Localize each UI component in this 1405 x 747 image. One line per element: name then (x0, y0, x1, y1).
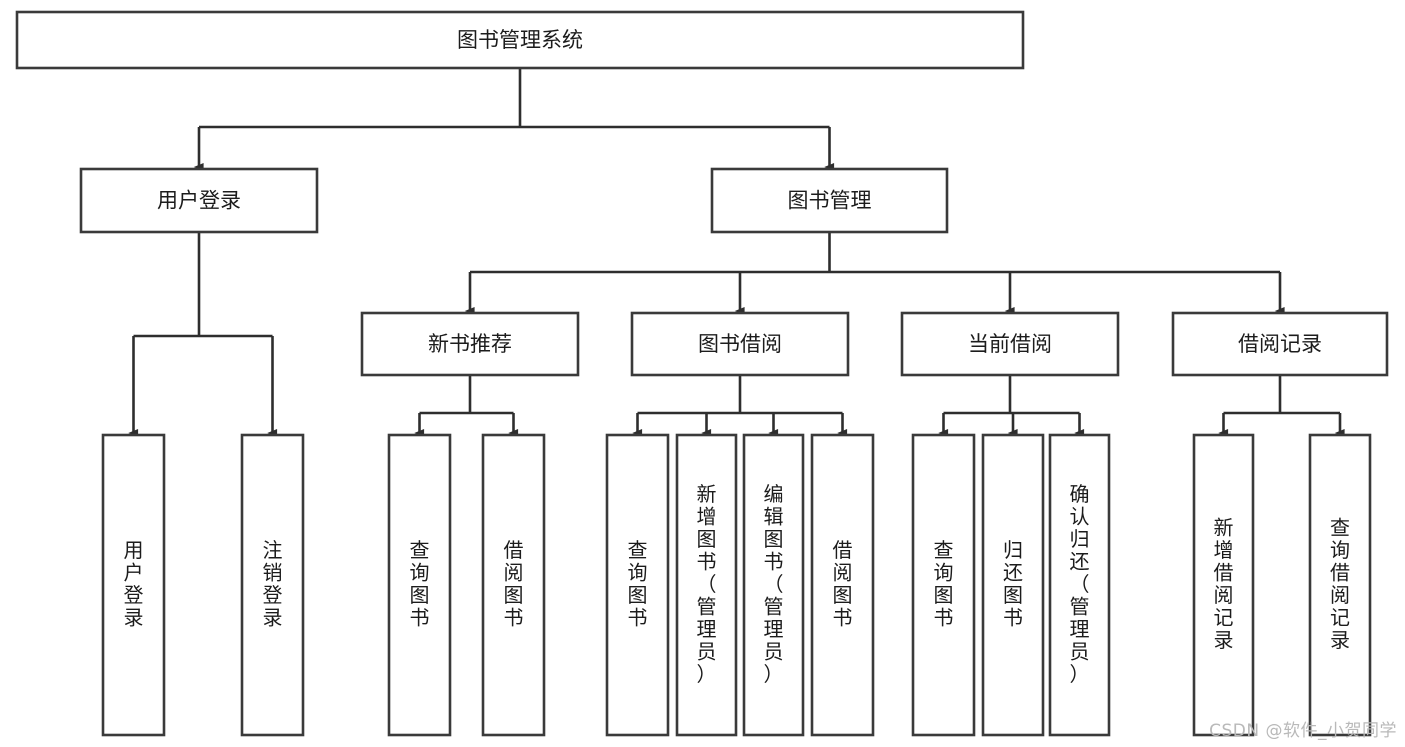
node-leaf-add-book-label: 新增图书（管理员） (697, 482, 717, 686)
node-leaf-query-book-rec-label: 查询图书 (410, 538, 430, 630)
node-leaf-confirm-return-box[interactable] (1048, 433, 1111, 737)
node-leaf-confirm-return-label: 确认归还（管理员） (1070, 482, 1090, 686)
node-leaf-add-borrow-record-label: 新增借阅记录 (1214, 516, 1234, 653)
node-book-borrow-box[interactable] (630, 311, 850, 377)
node-leaf-logout[interactable]: 注销登录 (240, 433, 305, 737)
node-leaf-user-login[interactable]: 用户登录 (101, 433, 166, 737)
node-root[interactable]: 图书管理系统 (15, 10, 1025, 70)
node-layer: 图书管理系统用户登录图书管理新书推荐图书借阅当前借阅借阅记录用户登录注销登录查询… (15, 10, 1389, 737)
node-leaf-query-book-borrow-label: 查询图书 (628, 538, 648, 630)
node-leaf-logout-label: 注销登录 (263, 538, 283, 630)
node-user-login[interactable]: 用户登录 (79, 167, 319, 234)
node-leaf-query-borrow-record-label: 查询借阅记录 (1330, 516, 1350, 653)
node-leaf-add-book[interactable]: 新增图书（管理员） (675, 433, 738, 737)
node-leaf-borrow-book-box[interactable] (810, 433, 875, 737)
node-leaf-query-book-current-label: 查询图书 (934, 538, 954, 630)
node-leaf-query-borrow-record[interactable]: 查询借阅记录 (1308, 433, 1372, 737)
node-root-label: 图书管理系统 (457, 28, 583, 52)
node-leaf-borrow-book-rec-label: 借阅图书 (504, 538, 524, 630)
node-leaf-confirm-return[interactable]: 确认归还（管理员） (1048, 433, 1111, 737)
node-leaf-return-book[interactable]: 归还图书 (981, 433, 1045, 737)
node-leaf-borrow-book[interactable]: 借阅图书 (810, 433, 875, 737)
node-borrow-record-box[interactable] (1171, 311, 1389, 377)
connector-layer (128, 68, 1345, 438)
node-book-borrow[interactable]: 图书借阅 (630, 311, 850, 377)
node-book-borrow-label: 图书借阅 (698, 332, 782, 356)
node-leaf-query-book-current-box[interactable] (911, 433, 976, 737)
node-leaf-add-borrow-record[interactable]: 新增借阅记录 (1192, 433, 1255, 737)
node-borrow-record-label: 借阅记录 (1238, 332, 1322, 356)
node-leaf-add-book-box[interactable] (675, 433, 738, 737)
node-new-book-recommend[interactable]: 新书推荐 (360, 311, 580, 377)
node-user-login-box[interactable] (79, 167, 319, 234)
node-leaf-borrow-book-label: 借阅图书 (833, 538, 853, 630)
node-book-manage-label: 图书管理 (788, 189, 872, 213)
node-new-book-recommend-box[interactable] (360, 311, 580, 377)
node-user-login-label: 用户登录 (157, 189, 241, 213)
node-leaf-user-login-label: 用户登录 (124, 538, 144, 630)
node-leaf-query-book-borrow[interactable]: 查询图书 (605, 433, 670, 737)
node-leaf-borrow-book-rec[interactable]: 借阅图书 (481, 433, 546, 737)
node-leaf-return-book-label: 归还图书 (1003, 538, 1023, 630)
node-leaf-query-borrow-record-box[interactable] (1308, 433, 1372, 737)
node-new-book-recommend-label: 新书推荐 (428, 332, 512, 356)
node-current-borrow-label: 当前借阅 (968, 332, 1052, 356)
node-book-manage[interactable]: 图书管理 (710, 167, 949, 234)
node-current-borrow-box[interactable] (900, 311, 1120, 377)
node-leaf-edit-book-label: 编辑图书（管理员） (764, 482, 784, 686)
node-leaf-query-book-borrow-box[interactable] (605, 433, 670, 737)
node-current-borrow[interactable]: 当前借阅 (900, 311, 1120, 377)
node-leaf-query-book-rec[interactable]: 查询图书 (387, 433, 452, 737)
node-root-box[interactable] (15, 10, 1025, 70)
node-book-manage-box[interactable] (710, 167, 949, 234)
node-leaf-logout-box[interactable] (240, 433, 305, 737)
node-leaf-add-borrow-record-box[interactable] (1192, 433, 1255, 737)
node-leaf-edit-book[interactable]: 编辑图书（管理员） (742, 433, 805, 737)
node-leaf-return-book-box[interactable] (981, 433, 1045, 737)
node-borrow-record[interactable]: 借阅记录 (1171, 311, 1389, 377)
node-leaf-query-book-rec-box[interactable] (387, 433, 452, 737)
node-leaf-borrow-book-rec-box[interactable] (481, 433, 546, 737)
node-leaf-query-book-current[interactable]: 查询图书 (911, 433, 976, 737)
node-leaf-user-login-box[interactable] (101, 433, 166, 737)
node-leaf-edit-book-box[interactable] (742, 433, 805, 737)
